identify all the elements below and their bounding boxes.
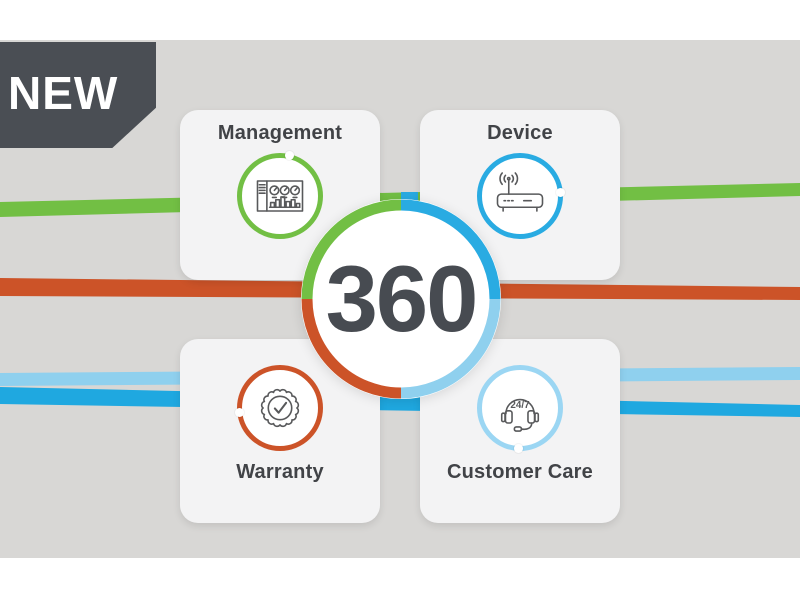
ring-dot [235,408,244,417]
card-title-customer-care: Customer Care [447,461,593,483]
card-title-device: Device [487,122,553,144]
hub-value: 360 [325,246,479,351]
ring-dot [284,151,294,160]
badge-24-7: 24/7 [510,400,530,411]
card-title-warranty: Warranty [236,461,324,483]
new-banner: NEW [0,42,156,148]
ring-dot [513,444,523,453]
card-title-management: Management [217,122,343,144]
ring-dot [556,188,565,198]
new-banner-label: NEW [8,67,119,119]
